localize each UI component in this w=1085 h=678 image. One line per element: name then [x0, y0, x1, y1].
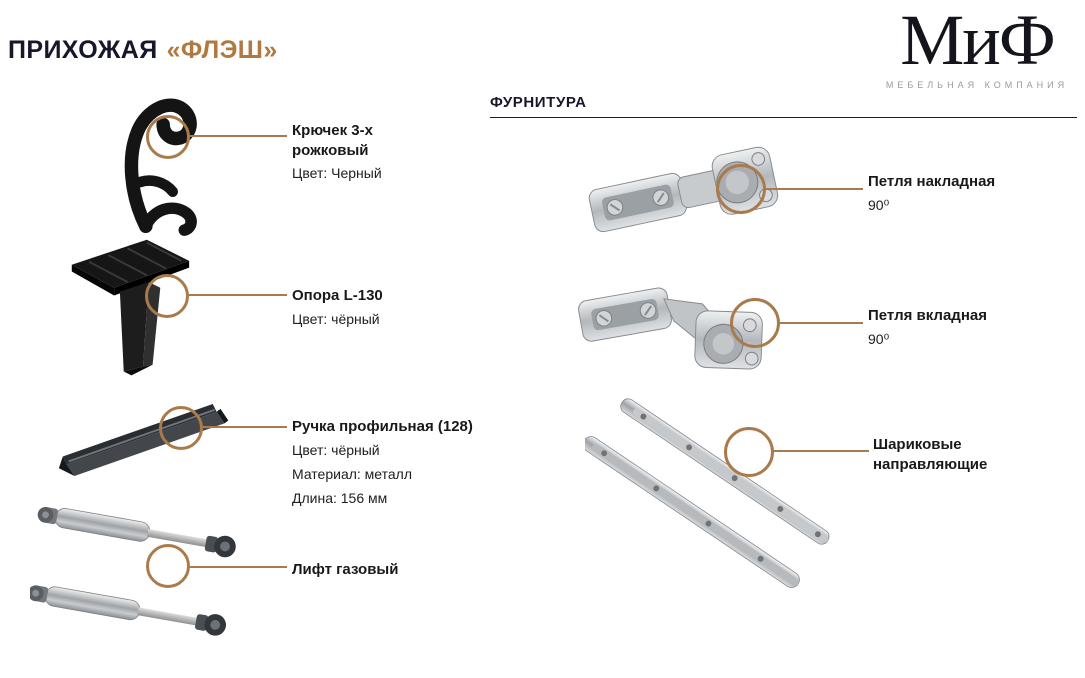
callout-line-leg	[188, 294, 287, 296]
product-title: Петля накладная	[868, 173, 996, 190]
page-title-prefix: ПРИХОЖАЯ	[8, 36, 158, 64]
product-title: Петля вкладная	[868, 307, 987, 324]
leg-image	[71, 239, 190, 376]
label-hook: Крючек 3-х рожковый Цвет: Черный	[292, 121, 404, 184]
label-hinge-overlay: Петля накладная 90⁰	[868, 172, 1058, 216]
label-slides: Шариковые направляющие	[873, 435, 1013, 474]
page-title: ПРИХОЖАЯ «ФЛЭШ»	[8, 36, 278, 65]
callout-circle-leg	[145, 274, 189, 318]
callout-line-handle	[202, 426, 287, 428]
callout-line-slides	[773, 450, 869, 452]
product-title: Лифт газовый	[292, 561, 399, 578]
callout-circle-slides	[724, 427, 774, 477]
hook-image	[124, 98, 197, 236]
gas-lift-image	[30, 506, 236, 636]
product-detail: 90⁰	[868, 196, 890, 213]
product-title: Крючек 3-х рожковый	[292, 122, 373, 159]
product-title: Ручка профильная (128)	[292, 418, 473, 435]
section-divider	[490, 117, 1077, 118]
product-title: Шариковые направляющие	[873, 436, 988, 473]
callout-circle-handle	[159, 406, 203, 450]
label-hinge-inset: Петля вкладная 90⁰	[868, 306, 1058, 350]
product-detail: Материал: металл	[292, 465, 413, 482]
section-title-furniture-hardware: ФУРНИТУРА	[490, 94, 587, 111]
product-title: Опора L-130	[292, 287, 383, 304]
callout-circle-hinge-inset	[730, 298, 780, 348]
callout-circle-gas-lift	[146, 544, 190, 588]
product-detail: 90⁰	[868, 330, 890, 347]
label-handle: Ручка профильная (128) Цвет: чёрный Мате…	[292, 417, 502, 509]
logo-wordmark: МиФ	[900, 0, 1055, 80]
page-title-accent: «ФЛЭШ»	[166, 36, 278, 64]
product-detail: Цвет: чёрный	[292, 310, 380, 327]
product-detail: Цвет: чёрный	[292, 441, 380, 458]
callout-line-hinge-inset	[779, 322, 863, 324]
logo-subtitle: МЕБЕЛЬНАЯ КОМПАНИЯ	[885, 80, 1069, 90]
handle-image	[58, 403, 229, 476]
company-logo: МиФ МЕБЕЛЬНАЯ КОМПАНИЯ	[877, 2, 1077, 90]
callout-line-hook	[189, 135, 287, 137]
callout-line-hinge-overlay	[765, 188, 863, 190]
ball-slides-image	[585, 398, 830, 588]
label-gas-lift: Лифт газовый	[292, 560, 452, 580]
product-detail: Цвет: Черный	[292, 165, 382, 181]
product-detail: Длина: 156 мм	[292, 489, 388, 506]
callout-circle-hook	[146, 115, 190, 159]
callout-circle-hinge-overlay	[716, 164, 766, 214]
callout-line-gas-lift	[189, 566, 287, 568]
label-leg: Опора L-130 Цвет: чёрный	[292, 286, 452, 330]
